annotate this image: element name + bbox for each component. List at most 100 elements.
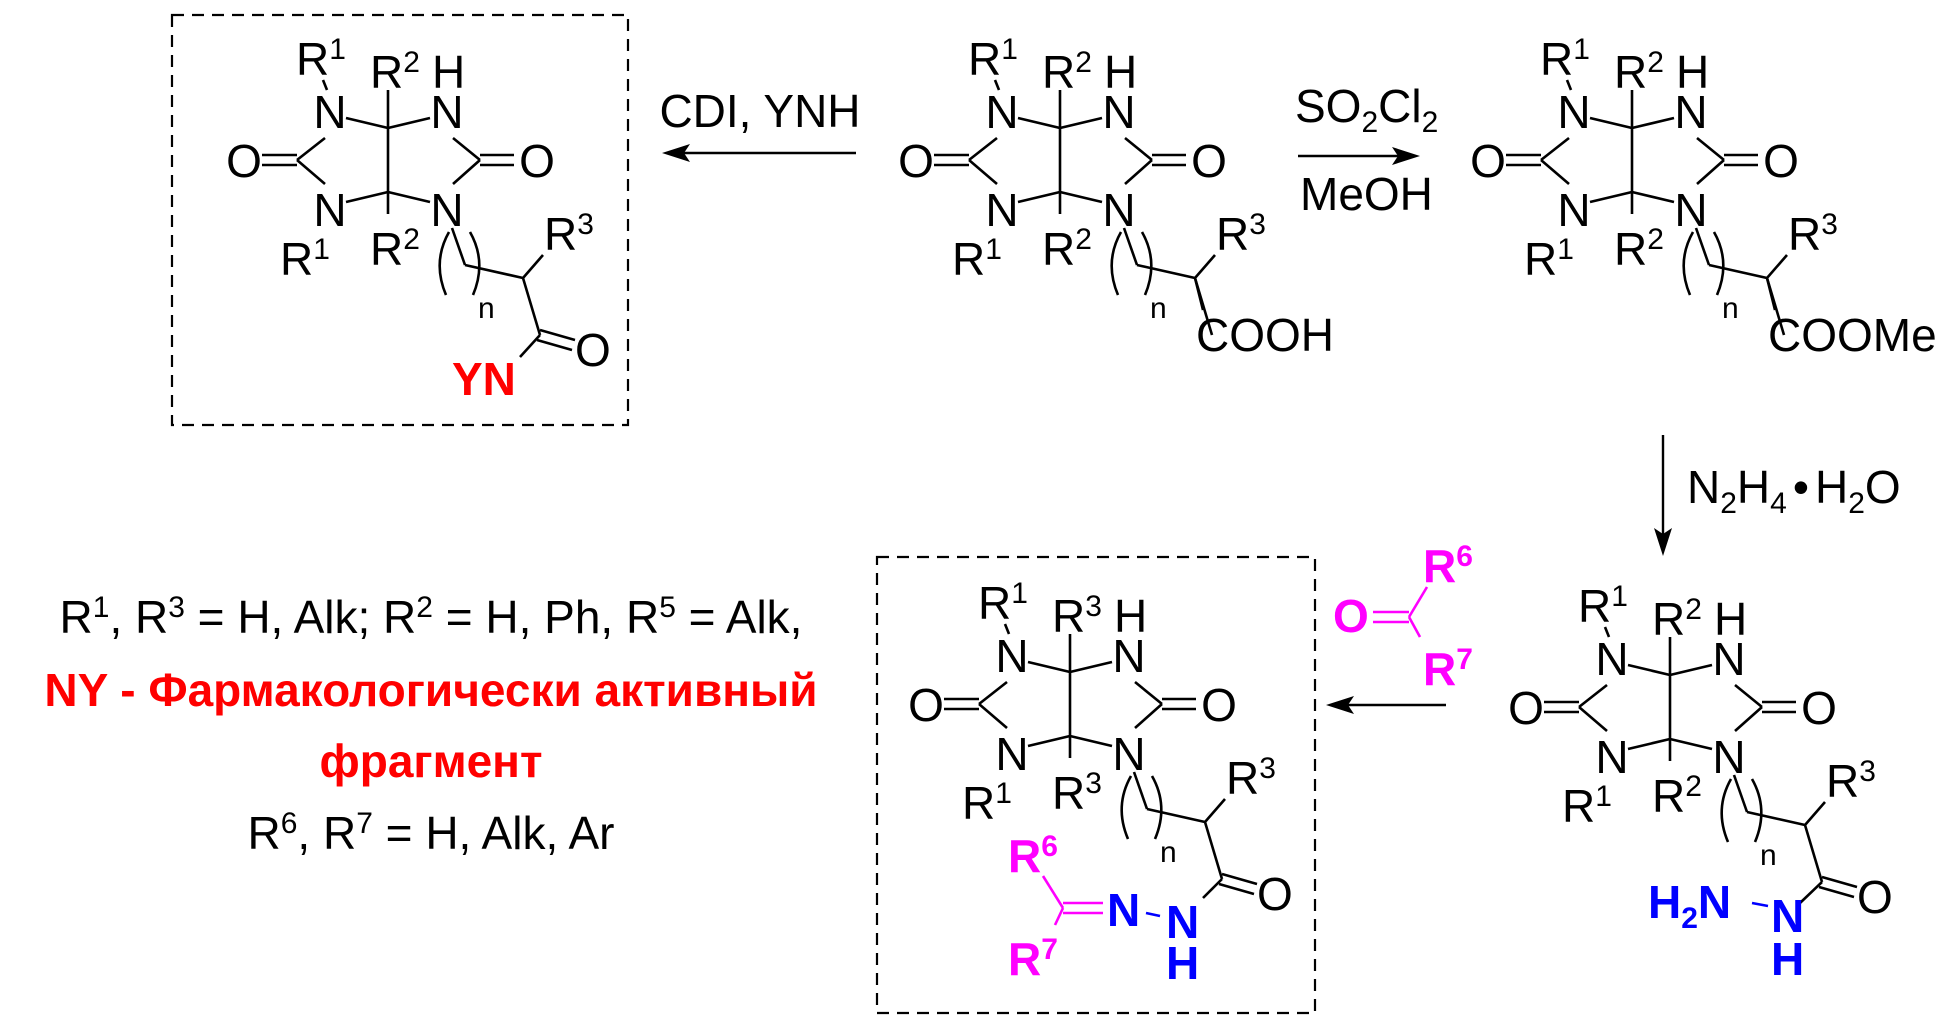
r3-label: R3 [1826, 755, 1876, 807]
carbonyl-oxygen-right: O [1201, 679, 1237, 731]
bond [521, 277, 542, 336]
bond [1818, 885, 1855, 899]
nitrogen-top-left: N [1595, 633, 1628, 685]
bond [1746, 810, 1806, 827]
bond [539, 328, 576, 342]
legend-text: , R [297, 807, 356, 859]
right-parenthesis [1140, 231, 1153, 296]
bond [1059, 190, 1103, 204]
bridge-bottom-label: R3 [1052, 767, 1102, 819]
carbonyl-reagent: O R6 R7 [1333, 540, 1473, 695]
r1-bottom-label: R1 [952, 233, 1002, 285]
bond [1194, 254, 1216, 279]
bond [1124, 159, 1153, 185]
bond [1017, 190, 1061, 204]
bond [522, 254, 544, 279]
bond [1003, 623, 1011, 635]
nitrogen-top-right: N [1102, 86, 1135, 138]
hydrazine-hydrate-label: N2H4•H2O [1687, 461, 1901, 520]
ester-end-group: COOMe [1765, 277, 1937, 361]
nitrogen-top-left: N [313, 86, 346, 138]
hydrazone-r7: R7 [1008, 933, 1058, 985]
bond [1804, 801, 1826, 826]
repeat-n-label: n [1160, 836, 1177, 869]
esterification-arrow [1298, 147, 1420, 165]
bridge-bottom-label: R2 [1042, 223, 1092, 275]
bond [536, 338, 573, 352]
right-parenthesis [1750, 778, 1763, 843]
nitrogen-bottom-left: N [985, 184, 1018, 236]
bond [296, 136, 326, 162]
bond [1631, 116, 1675, 130]
bond [1017, 116, 1061, 130]
legend-text: = H, Alk, Ar [373, 807, 615, 859]
bond [978, 703, 1008, 729]
reagent-oxygen: O [1333, 590, 1369, 642]
legend-text: R [248, 807, 281, 859]
bond [1696, 159, 1725, 185]
carbonyl-oxygen-right: O [1763, 135, 1799, 187]
so2cl2-reagent-label: SO2Cl2 [1295, 80, 1438, 139]
bond [1627, 663, 1671, 677]
left-parenthesis [1682, 231, 1695, 296]
left-parenthesis [1110, 231, 1123, 296]
bond [450, 227, 467, 266]
r1-bottom-label: R1 [280, 233, 330, 285]
superscript: 2 [416, 591, 433, 624]
bond [1732, 774, 1749, 813]
bond [1578, 683, 1608, 709]
bond [452, 136, 481, 162]
bond [1203, 821, 1224, 880]
legend-text: , R [109, 591, 168, 643]
repeat-n-label: n [1722, 292, 1739, 325]
bond [1734, 706, 1763, 732]
bond [1136, 263, 1196, 280]
bond [1631, 190, 1675, 204]
bond [464, 263, 524, 280]
legend-text: = H, Ph, R [433, 591, 659, 643]
bond [1589, 116, 1633, 130]
bond [1540, 136, 1570, 162]
nitrogen-bottom-left: N [313, 184, 346, 236]
carbonyl-oxygen-left: O [226, 135, 262, 187]
bond [968, 136, 998, 162]
bridge-top-label: R3 [1052, 590, 1102, 642]
nitrogen-bottom-right: N [430, 184, 463, 236]
r1-top-label: R1 [1540, 33, 1590, 85]
amide-product-box [170, 13, 630, 427]
hydrazone-h: H [1166, 937, 1199, 989]
bond [1204, 798, 1226, 823]
superscript: 1 [93, 591, 110, 624]
bond [1821, 875, 1858, 889]
repeat-n-label: n [478, 292, 495, 325]
right-parenthesis [1150, 775, 1163, 840]
repeat-n-label: n [1150, 292, 1167, 325]
cdi-reagent-label: CDI, YNH [659, 85, 860, 137]
legend-line-3: фрагмент [319, 735, 542, 787]
amide-end-group: YN [452, 334, 541, 405]
bond [1578, 706, 1608, 732]
nitrogen-bottom-right: N [1712, 731, 1745, 783]
bond [321, 79, 329, 91]
cooh-group: COOH [1196, 309, 1334, 361]
r1-top-label: R1 [296, 33, 346, 85]
legend-text: R [60, 591, 93, 643]
nitrogen-top-left: N [1557, 86, 1590, 138]
nitrogen-top-right: N [430, 86, 463, 138]
superscript: 6 [281, 807, 298, 840]
bond [1218, 882, 1255, 896]
acid-end-group: COOH [1193, 277, 1334, 361]
bond [1708, 263, 1768, 280]
r1-bottom-label: R1 [1562, 780, 1612, 832]
nh-hydrogen-label: H [1676, 46, 1709, 98]
nitrogen-top-right: N [1112, 630, 1145, 682]
r3-label: R3 [1226, 752, 1276, 804]
amide-oxygen: O [1257, 868, 1293, 920]
carbonyl-oxygen-right: O [1191, 135, 1227, 187]
bond [1134, 703, 1163, 729]
carbonyl-oxygen-left: O [908, 679, 944, 731]
bond [978, 680, 1008, 706]
r3-label: R3 [1216, 208, 1266, 260]
left-parenthesis [1720, 778, 1733, 843]
